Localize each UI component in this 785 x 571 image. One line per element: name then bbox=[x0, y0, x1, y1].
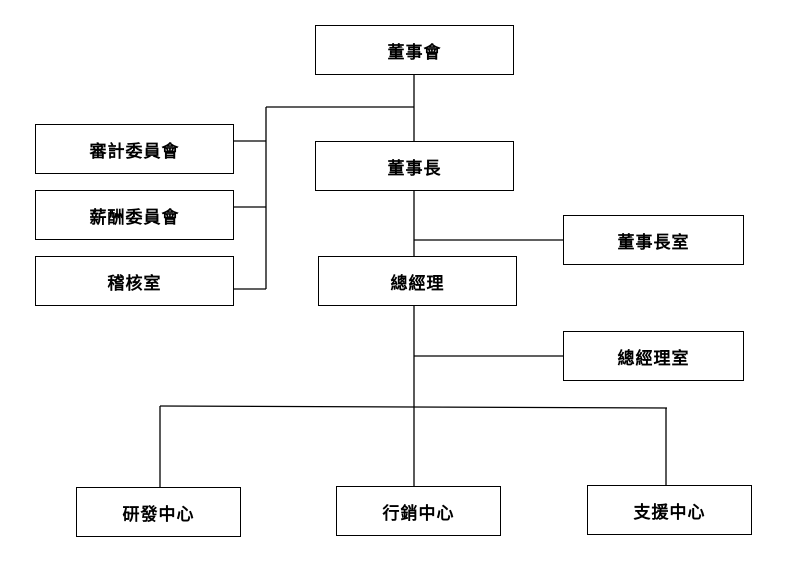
chairman-box: 董事長 bbox=[315, 141, 514, 191]
internal-audit-box: 稽核室 bbox=[35, 256, 234, 306]
support-center-box: 支援中心 bbox=[587, 485, 752, 535]
marketing-center-box: 行銷中心 bbox=[336, 486, 501, 536]
general-manager-box: 總經理 bbox=[318, 256, 517, 306]
audit-committee-box: 審計委員會 bbox=[35, 124, 234, 174]
compensation-committee-box: 薪酬委員會 bbox=[35, 190, 234, 240]
board-box: 董事會 bbox=[315, 25, 514, 75]
connector-centers-bar bbox=[159, 405, 668, 409]
chairman-office-box: 董事長室 bbox=[563, 215, 744, 265]
gm-office-box: 總經理室 bbox=[563, 331, 744, 381]
rd-center-box: 研發中心 bbox=[76, 487, 241, 537]
